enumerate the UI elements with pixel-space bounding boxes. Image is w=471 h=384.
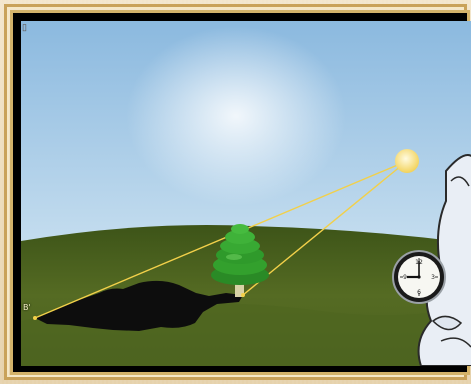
scene-viewport	[21, 21, 471, 366]
shadow-tip-point	[33, 316, 37, 320]
svg-text:3: 3	[431, 274, 435, 281]
shadow-point-label: B'	[23, 303, 31, 312]
sun-icon	[395, 149, 419, 173]
sky-glow	[126, 26, 346, 206]
corner-mark: ▯	[22, 22, 28, 32]
scene-svg	[21, 21, 471, 366]
tree-base-point	[241, 293, 245, 297]
clock-icon[interactable]: 12 3 6 9	[391, 249, 447, 305]
svg-text:6: 6	[417, 289, 421, 296]
svg-text:9: 9	[403, 274, 407, 281]
